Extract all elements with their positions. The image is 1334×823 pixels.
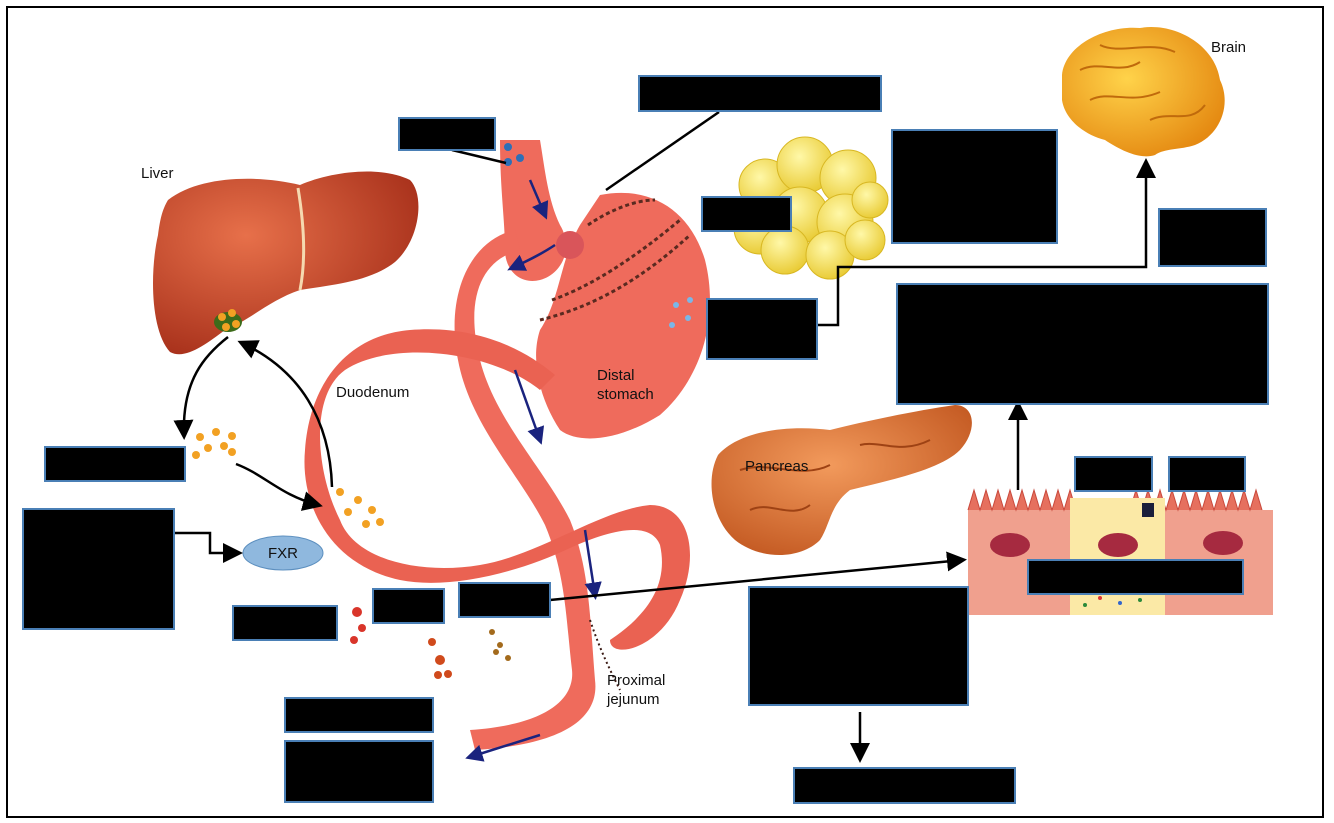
redacted-box	[1158, 208, 1267, 267]
redacted-box	[793, 767, 1016, 804]
redacted-box	[706, 298, 818, 360]
redacted-box	[22, 508, 175, 630]
redacted-box	[44, 446, 186, 482]
redacted-box	[232, 605, 338, 641]
redacted-box	[458, 582, 551, 618]
brain-icon	[1062, 27, 1225, 156]
proximal-jejunum-label: Proximal jejunum	[607, 671, 665, 709]
pancreas-icon	[712, 405, 972, 555]
pancreas-label: Pancreas	[745, 457, 808, 476]
bile-acid-dots	[192, 428, 384, 528]
liver-icon	[153, 172, 418, 355]
brain-label: Brain	[1211, 38, 1246, 57]
redacted-box	[1027, 559, 1244, 595]
liver-label: Liver	[141, 164, 174, 183]
redacted-box	[1168, 456, 1246, 492]
redacted-box	[1074, 456, 1153, 492]
intestinal-villi-icon	[968, 490, 1273, 615]
fxr-label: FXR	[268, 544, 298, 563]
redacted-box	[891, 129, 1058, 244]
redacted-box	[896, 283, 1269, 405]
redacted-box	[284, 740, 434, 803]
redacted-box	[372, 588, 445, 624]
redacted-box	[638, 75, 882, 112]
redacted-box	[284, 697, 434, 733]
redacted-box	[748, 586, 969, 706]
redacted-box	[701, 196, 792, 232]
duodenum-label: Duodenum	[336, 383, 409, 402]
distal-stomach-label: Distal stomach	[597, 366, 654, 404]
redacted-box	[398, 117, 496, 151]
